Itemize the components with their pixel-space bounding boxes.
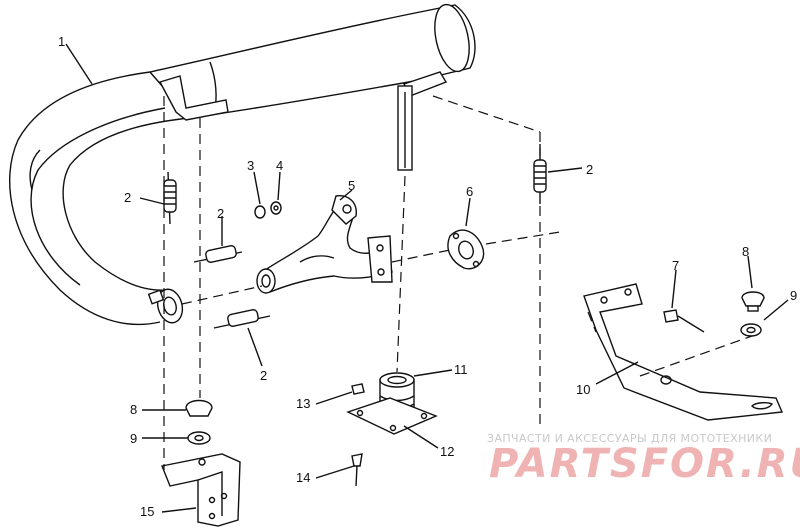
callout-14: 14 <box>296 470 310 485</box>
callout-10: 10 <box>576 382 590 397</box>
callout-13: 13 <box>296 396 310 411</box>
callout-2d: 2 <box>586 162 593 177</box>
button-8-left <box>185 399 213 417</box>
callout-8b: 8 <box>742 244 749 259</box>
support-bracket <box>583 283 784 421</box>
callout-3: 3 <box>247 158 254 173</box>
callout-7: 7 <box>672 258 679 273</box>
mount-plate <box>346 397 438 435</box>
callout-9a: 9 <box>130 431 137 446</box>
callout-12: 12 <box>440 444 454 459</box>
spring-lower <box>213 309 271 329</box>
washer-9-left <box>187 431 211 445</box>
rivet-13 <box>351 383 365 395</box>
watermark-subtitle: ЗАПЧАСТИ И АКСЕССУАРЫ ДЛЯ МОТОТЕХНИКИ <box>487 432 773 445</box>
muffler <box>9 3 476 326</box>
gasket <box>447 229 485 270</box>
nut-and-washer <box>254 201 282 219</box>
callout-1: 1 <box>58 34 65 49</box>
callout-4: 4 <box>276 158 283 173</box>
washer-9-right <box>740 323 762 337</box>
rivet-14 <box>351 453 363 487</box>
callout-2c: 2 <box>260 368 267 383</box>
callout-labels: 1 2 2 2 2 3 4 5 6 7 8 8 9 9 10 11 12 13 … <box>58 34 797 519</box>
watermark-logo: PARTSFOR.RU <box>489 441 800 487</box>
callout-6: 6 <box>466 184 473 199</box>
bolt-7 <box>663 309 705 333</box>
spring-middle <box>193 245 243 263</box>
lower-bracket-15 <box>161 453 241 527</box>
callout-15: 15 <box>140 504 154 519</box>
leader-lines <box>65 43 789 513</box>
callout-8a: 8 <box>130 402 137 417</box>
callout-2a: 2 <box>124 190 131 205</box>
spring-upper-left <box>163 171 177 225</box>
button-8-right <box>741 291 765 312</box>
exhaust-y-pipe <box>256 195 393 294</box>
callout-9b: 9 <box>790 288 797 303</box>
callout-5: 5 <box>348 178 355 193</box>
callout-11: 11 <box>454 362 468 377</box>
callout-2b: 2 <box>217 206 224 221</box>
assembly-lines <box>163 95 753 470</box>
